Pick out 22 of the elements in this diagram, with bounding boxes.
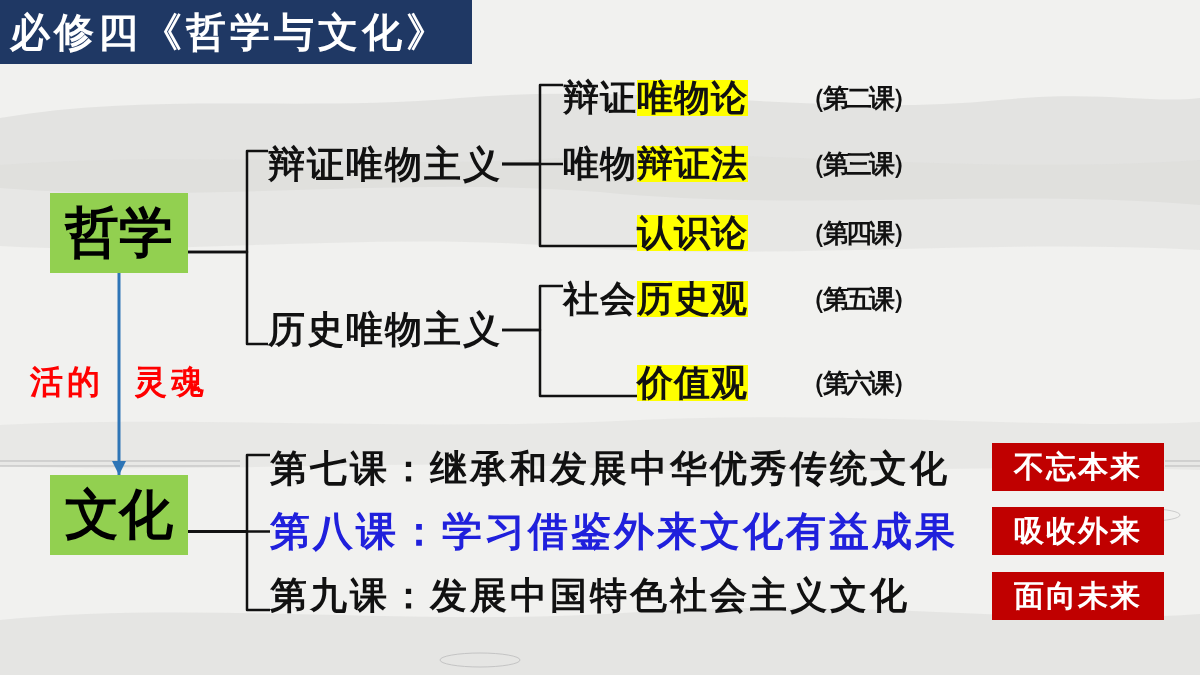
lesson-title: 第八课：学习借鉴外来文化有益成果: [270, 511, 958, 552]
brace-connector: [188, 530, 270, 612]
branch-label: 辩证唯物主义: [268, 146, 502, 184]
principle-tag: 面向未来: [992, 572, 1164, 620]
brace-connector: [502, 328, 637, 398]
brace-connector: [188, 250, 268, 346]
principle-tag: 吸收外来: [992, 507, 1164, 555]
lesson-number: （第六课）: [800, 368, 915, 398]
arrow: [112, 273, 126, 475]
concept-label: 认识论: [637, 215, 748, 251]
edge-label: 活的 灵魂: [30, 363, 208, 401]
lesson-number: （第五课）: [800, 284, 915, 314]
concept-label: 价值观: [637, 365, 748, 401]
branch-label: 历史唯物主义: [268, 311, 502, 349]
lesson-number: （第四课）: [800, 218, 915, 248]
lesson-title: 第九课：发展中国特色社会主义文化: [270, 577, 910, 615]
topic-box: 文化: [50, 475, 188, 555]
brace-connector: [502, 162, 637, 248]
title-banner: 必修四《哲学与文化》: [0, 0, 472, 64]
topic-box: 哲学: [50, 193, 188, 273]
lesson-number: （第三课）: [800, 149, 915, 179]
lesson-number: （第二课）: [800, 83, 915, 113]
